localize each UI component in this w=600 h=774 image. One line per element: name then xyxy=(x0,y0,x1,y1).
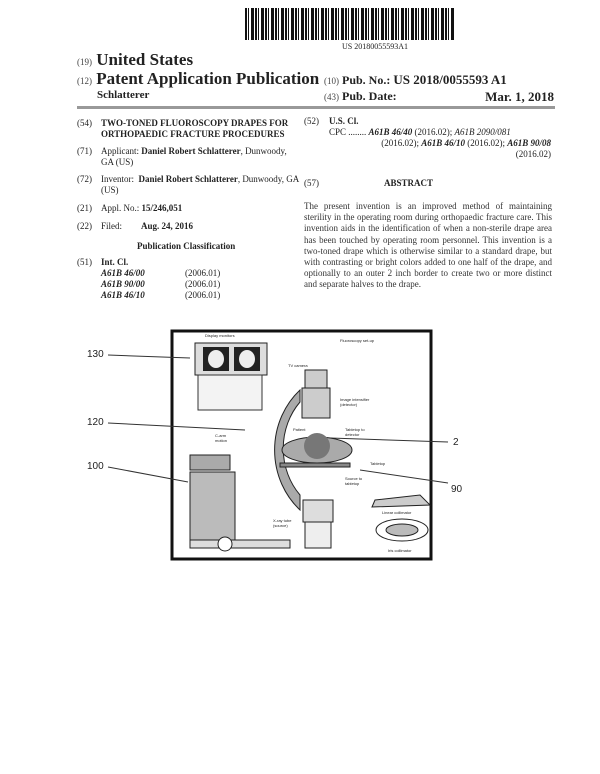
int-cl-label: Int. Cl. xyxy=(101,257,129,267)
fig-label: Iris collimator xyxy=(388,548,412,553)
inventor: Inventor: Daniel Robert Schlatterer, Dun… xyxy=(101,174,299,195)
inventor-short: Schlatterer xyxy=(97,89,150,101)
ref-90: 90 xyxy=(451,484,463,495)
us-cl-label: U.S. Cl. xyxy=(329,116,359,126)
code-71: (71) xyxy=(77,146,92,156)
display-monitors xyxy=(194,342,268,411)
code-22: (22) xyxy=(77,221,92,231)
barcode-text: US 20180055593A1 xyxy=(342,42,409,51)
fig-label: Linear collimator xyxy=(382,510,412,515)
pub-date-line: (43) Pub. Date:Mar. 1, 2018 xyxy=(324,89,554,104)
int-cl-code: A61B 90/00 xyxy=(101,279,145,289)
fig-label: TV camera xyxy=(288,363,308,368)
xray-tube xyxy=(302,499,334,523)
pub-type-line: (12) Patent Application Publication xyxy=(77,69,320,88)
linear-collimator xyxy=(371,494,432,508)
ref-130: 130 xyxy=(87,349,104,360)
fig-label: Fluoroscopy set-up xyxy=(340,338,375,343)
int-cl-version: (2006.01) xyxy=(185,268,221,278)
int-cl-code: A61B 46/00 xyxy=(101,268,145,278)
appl-no: Appl. No.: 15/246,051 xyxy=(101,203,183,213)
int-cl-code: A61B 46/10 xyxy=(101,290,145,300)
invention-title: TWO-TONED FLUOROSCOPY DRAPES FOR ORTHOPA… xyxy=(101,118,289,139)
int-cl-version: (2006.01) xyxy=(185,279,221,289)
header-rule xyxy=(77,106,555,109)
ref-120: 120 xyxy=(87,417,104,428)
fig-label: X-ray tube (source) xyxy=(273,518,292,528)
int-cl-version: (2006.01) xyxy=(185,290,221,300)
tabletop xyxy=(279,462,351,468)
classification-heading: Publication Classification xyxy=(137,241,236,251)
cpc-line-1: CPC ........ A61B 46/40 (2016.02); A61B … xyxy=(329,127,511,137)
fig-label: Patient xyxy=(293,427,306,432)
c-arm-base xyxy=(189,454,231,471)
code-21: (21) xyxy=(77,203,92,213)
c-arm xyxy=(274,388,301,512)
cpc-line-2: (2016.02); A61B 46/10 (2016.02); A61B 90… xyxy=(381,138,551,148)
applicant: Applicant: Daniel Robert Schlatterer, Du… xyxy=(101,146,287,167)
image-intensifier xyxy=(301,387,331,419)
code-52: (52) xyxy=(304,116,319,126)
fig-label: C-arm motion xyxy=(215,433,228,443)
leader-lines xyxy=(107,354,449,484)
ref-100: 100 xyxy=(87,461,104,472)
fig-label: Image intensifier (detector) xyxy=(340,397,370,407)
country-line: (19) United States xyxy=(77,50,194,69)
code-51: (51) xyxy=(77,257,92,267)
fig-label: Tabletop xyxy=(370,461,386,466)
fig-label: Display monitors xyxy=(205,333,235,338)
fig-label: Source to tabletop xyxy=(345,476,363,486)
code-57: (57) xyxy=(304,178,319,188)
filed-label: Filed: xyxy=(101,221,123,231)
pub-number-line: (10) Pub. No.: US 2018/0055593 A1 xyxy=(324,72,507,87)
cpc-line-3: (2016.02) xyxy=(515,149,551,159)
fig-label: Tabletop to detector xyxy=(345,427,365,437)
tv-camera xyxy=(304,369,328,389)
barcode xyxy=(245,8,455,40)
code-72: (72) xyxy=(77,174,92,184)
abstract-text: The present invention is an improved met… xyxy=(304,201,552,290)
ref-2: 2 xyxy=(453,437,459,448)
abstract-heading: ABSTRACT xyxy=(384,178,434,188)
code-54: (54) xyxy=(77,118,92,128)
filed-date: Aug. 24, 2016 xyxy=(141,221,194,231)
